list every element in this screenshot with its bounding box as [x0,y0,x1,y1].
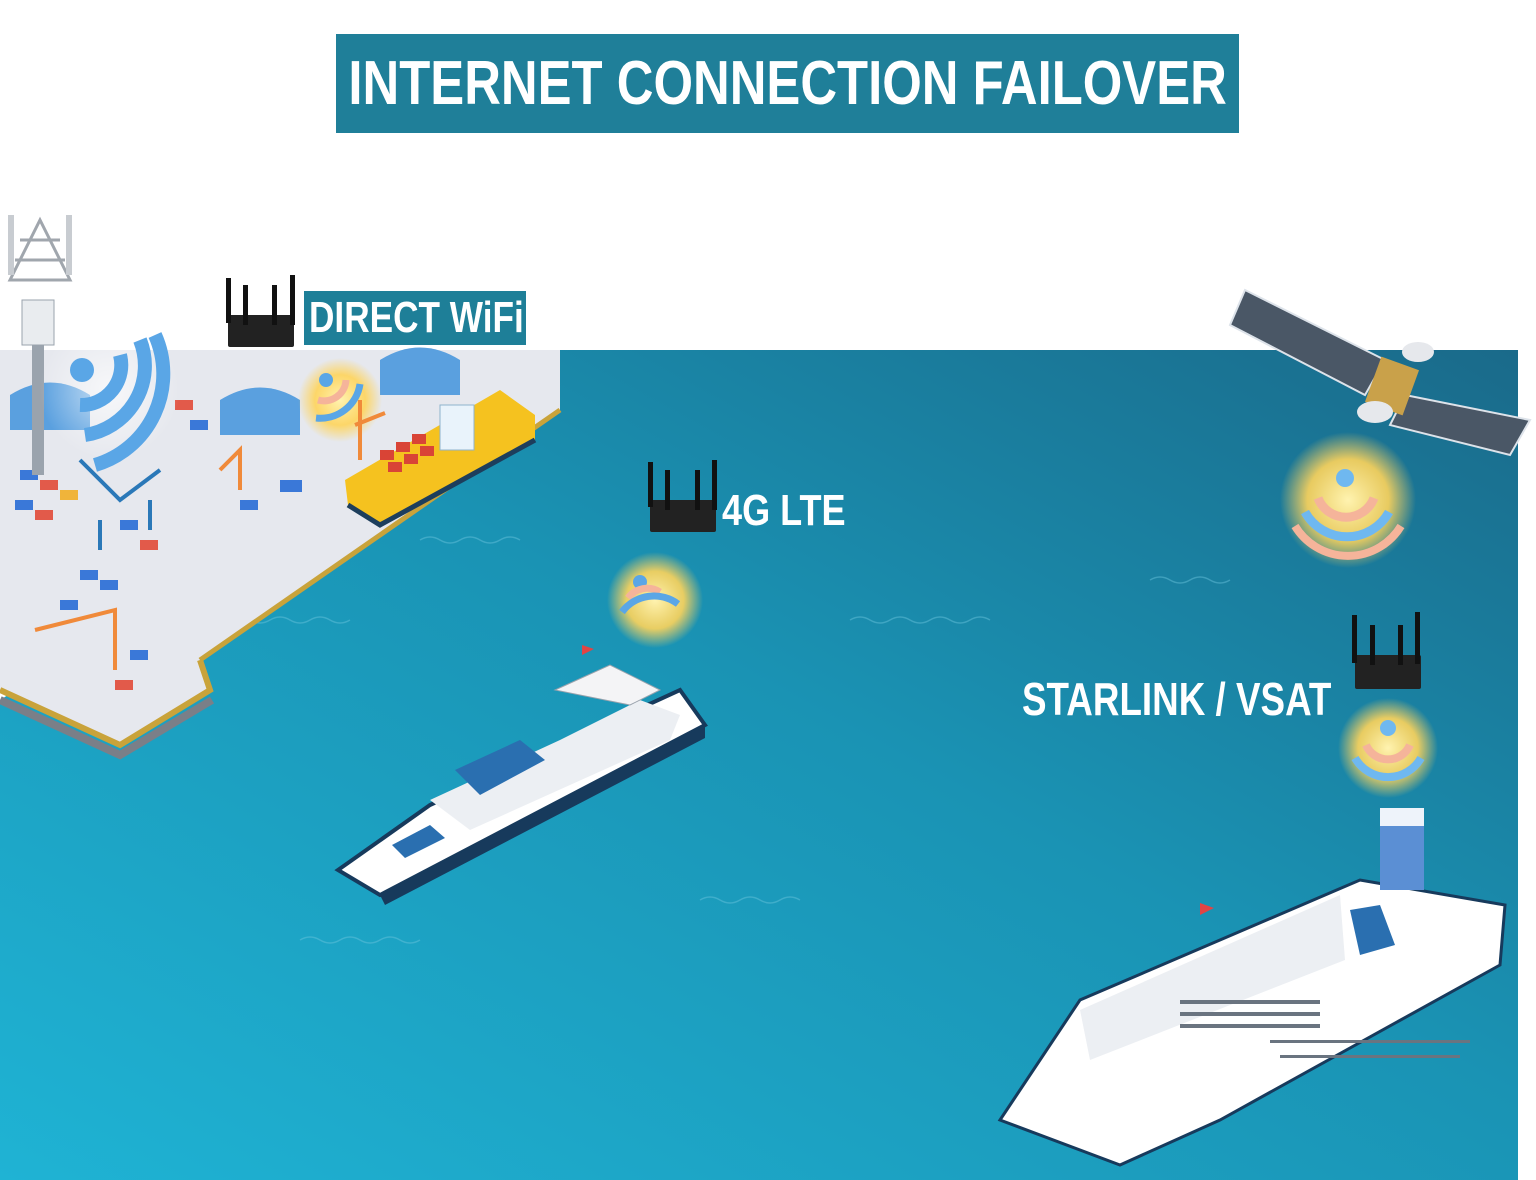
sea-area [0,350,1518,1180]
lte-label: 4G LTE [722,486,846,535]
starlink-label: STARLINK / VSAT [1022,673,1332,725]
waves [229,536,1231,944]
cell-tower-icon [7,215,73,475]
router-icon [648,460,717,532]
direct-wifi-label: DIRECT WiFi [309,293,524,342]
wifi-signal-icon [40,320,180,472]
direct-wifi-label-box [304,291,526,345]
page-title: INTERNET CONNECTION FAILOVER [348,49,1227,118]
cargo-ship-icon [345,390,537,528]
wifi-signal-icon [1280,432,1416,568]
title-banner: INTERNET CONNECTION FAILOVER [336,34,1239,133]
cruise-ship-icon [997,808,1507,1167]
satellite-icon [1228,288,1532,457]
yacht-icon [334,645,708,905]
router-icon [226,275,295,347]
wifi-signal-icon [607,552,703,648]
router-icon [1352,612,1421,689]
wifi-signal-icon [1338,698,1438,798]
wifi-signal-icon [298,358,382,442]
